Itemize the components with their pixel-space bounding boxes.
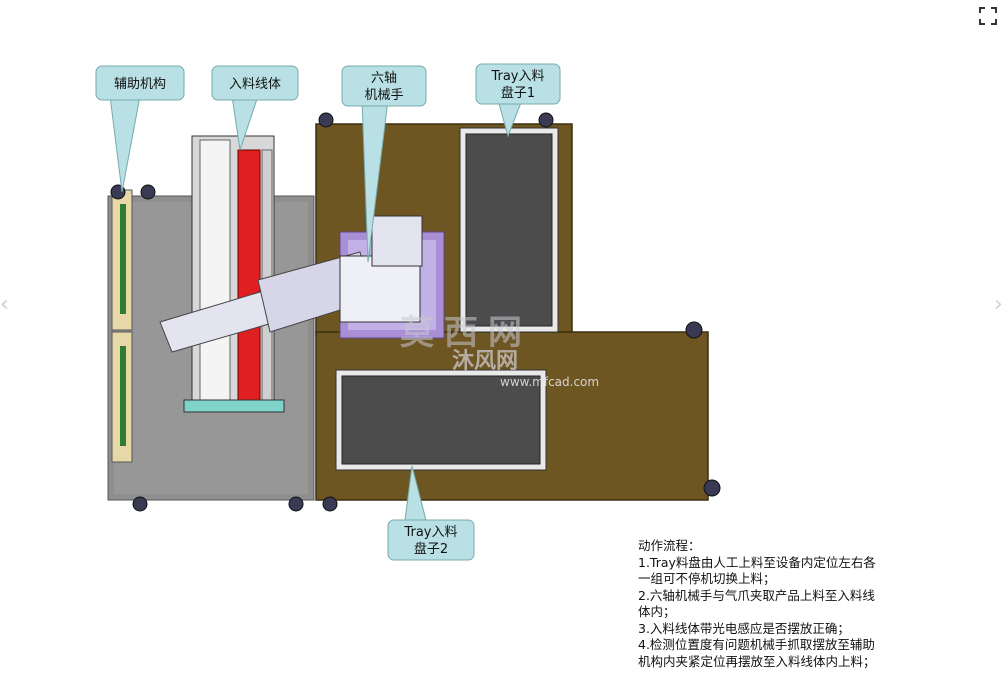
casters (110, 112, 721, 512)
notes-title: 动作流程： (638, 538, 701, 553)
tray-1 (459, 127, 559, 333)
watermark-line-1: 莫西网 (400, 313, 532, 353)
notes-line: 4.检测位置度有问题机械手抓取摆放至辅助 (638, 637, 875, 652)
expand-icon[interactable] (978, 6, 998, 26)
watermark-line-3: www.mfcad.com (500, 375, 599, 389)
notes-line: 一组可不停机切换上料； (638, 571, 776, 586)
callout-tray-2-label-1: Tray入料 (403, 525, 457, 540)
notes-line: 1.Tray料盘由人工上料至设备内定位左右各 (638, 554, 876, 570)
callout-feed-line: 入料线体 (211, 65, 299, 151)
notes-line: 2.六轴机械手与气爪夹取产品上料至入料线 (638, 587, 875, 603)
callout-robot-label-2: 机械手 (364, 88, 403, 103)
callout-aux-label: 辅助机构 (114, 77, 166, 92)
callout-robot: 六轴 机械手 (341, 65, 427, 263)
tray-2 (335, 369, 547, 471)
callout-tray-1-label-1: Tray入料 (490, 69, 544, 84)
process-notes: 动作流程： 1.Tray料盘由人工上料至设备内定位左右各 一组可不停机切换上料；… (638, 538, 938, 670)
chevron-left-icon[interactable]: ‹ (0, 292, 9, 317)
chevron-right-icon[interactable]: › (994, 292, 1002, 317)
notes-line: 3.入料线体带光电感应是否摆放正确； (638, 620, 850, 636)
callout-tray-2: Tray入料 盘子2 (387, 465, 475, 561)
callout-feed-line-label: 入料线体 (229, 77, 281, 92)
callout-aux: 辅助机构 (95, 65, 185, 193)
notes-line: 机构内夹紧定位再摆放至入料线体内上料； (638, 653, 876, 669)
callout-robot-label-1: 六轴 (371, 71, 397, 86)
feed-line-conveyor (183, 135, 285, 413)
callout-tray-1: Tray入料 盘子1 (475, 63, 561, 138)
watermark: 莫西网 沐风网 www.mfcad.com (400, 313, 599, 389)
callout-tray-2-label-2: 盘子2 (414, 541, 448, 557)
aux-mechanism (111, 189, 133, 463)
callout-tray-1-label-2: 盘子1 (501, 85, 535, 101)
notes-line: 体内； (638, 604, 676, 619)
watermark-line-2: 沐风网 (452, 349, 518, 374)
robot-arm (159, 215, 423, 353)
